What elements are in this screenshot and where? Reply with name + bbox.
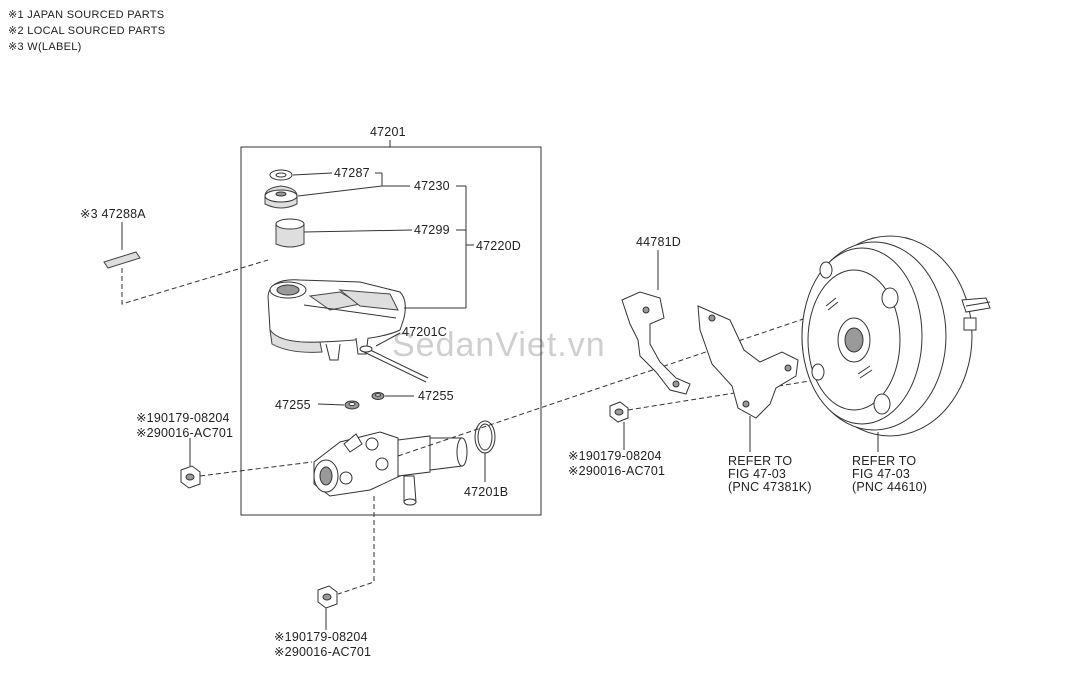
nut-middle <box>609 401 629 423</box>
label-bolt-left-a: ※190179-08204 <box>136 411 230 425</box>
watermark: SedanViet.vn <box>392 326 606 364</box>
label-bolt-left-b: ※290016-AC701 <box>136 426 233 440</box>
warning-label-sticker <box>103 251 141 269</box>
refer-bracket-line1: REFER TO <box>728 454 792 468</box>
label-47201B: 47201B <box>464 485 508 499</box>
note-japan-sourced: ※1 JAPAN SOURCED PARTS <box>8 9 164 21</box>
refer-bracket-line2: FIG 47-03 <box>728 467 786 481</box>
assembly-box-47201 <box>240 146 542 516</box>
label-47288A: ※3 47288A <box>80 207 146 221</box>
notes-block: ※1 JAPAN SOURCED PARTS ※2 LOCAL SOURCED … <box>8 9 165 53</box>
nut-left <box>180 465 201 489</box>
label-47201: 47201 <box>370 125 406 139</box>
label-47220D: 47220D <box>476 239 521 253</box>
label-47287: 47287 <box>334 166 370 180</box>
label-47255-right: 47255 <box>418 389 454 403</box>
label-bolt-bottom-b: ※290016-AC701 <box>274 645 371 659</box>
brake-booster-44610 <box>801 235 991 437</box>
note-label: ※3 W(LABEL) <box>8 41 82 53</box>
label-47201C: 47201C <box>402 325 447 339</box>
bracket-44781D <box>621 291 691 395</box>
label-bolt-middle-a: ※190179-08204 <box>568 449 662 463</box>
reservoir-47220D <box>267 279 406 361</box>
refer-booster-line2: FIG 47-03 <box>852 467 910 481</box>
label-47299: 47299 <box>414 223 450 237</box>
label-bolt-middle-b: ※290016-AC701 <box>568 464 665 478</box>
label-bolt-bottom-a: ※190179-08204 <box>274 630 368 644</box>
bracket-47381K <box>697 305 799 419</box>
nut-bottom <box>317 585 338 609</box>
pin-47201C <box>359 345 429 383</box>
cap-clip-47287 <box>264 169 298 209</box>
refer-booster-line3: (PNC 44610) <box>852 480 927 494</box>
label-47255-left: 47255 <box>275 398 311 412</box>
refer-booster-line1: REFER TO <box>852 454 916 468</box>
note-local-sourced: ※2 LOCAL SOURCED PARTS <box>8 25 165 37</box>
label-47230: 47230 <box>414 179 450 193</box>
label-44781D: 44781D <box>636 235 681 249</box>
master-cylinder-body <box>313 431 468 506</box>
strainer-47299 <box>275 218 305 248</box>
refer-bracket-line3: (PNC 47381K) <box>728 480 812 494</box>
